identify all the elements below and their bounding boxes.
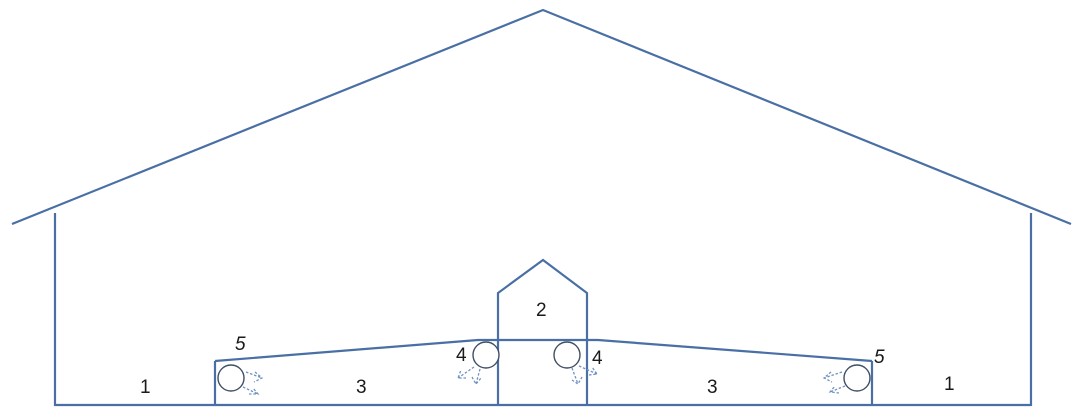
airflow-arrow-icon — [822, 371, 843, 383]
airflow-arrow-icon — [242, 386, 260, 395]
center-room-outline — [496, 258, 589, 406]
label-center-room: 2 — [536, 300, 547, 321]
label-end-fan-left: 5 — [235, 334, 246, 355]
airflow-arrow-icon — [571, 367, 583, 385]
label-outer-right: 1 — [944, 374, 955, 395]
center-fan-left — [457, 341, 500, 386]
label-right-zone: 3 — [707, 377, 718, 398]
end-fan-left — [217, 364, 264, 395]
airflow-arrow-icon — [471, 368, 482, 386]
airflow-arrow-icon — [457, 366, 475, 379]
fan-circle-icon — [843, 364, 871, 392]
main-roof-line — [11, 8, 1072, 226]
fan-circle-icon — [472, 341, 500, 369]
airflow-arrow-icon — [828, 385, 846, 394]
label-outer-left: 1 — [140, 377, 151, 398]
airflow-arrow-icon — [245, 371, 264, 383]
center-fan-right — [553, 341, 599, 385]
label-center-fan-left: 4 — [456, 345, 467, 366]
label-left-zone: 3 — [356, 377, 367, 398]
end-fan-right — [822, 364, 871, 394]
fan-circle-icon — [217, 364, 245, 392]
label-center-fan-right: 4 — [592, 348, 603, 369]
airflow-arrow-icon — [578, 365, 599, 376]
inner-ceiling-line — [214, 338, 873, 363]
label-end-fan-right: 5 — [874, 347, 885, 368]
fan-circle-icon — [553, 341, 581, 369]
